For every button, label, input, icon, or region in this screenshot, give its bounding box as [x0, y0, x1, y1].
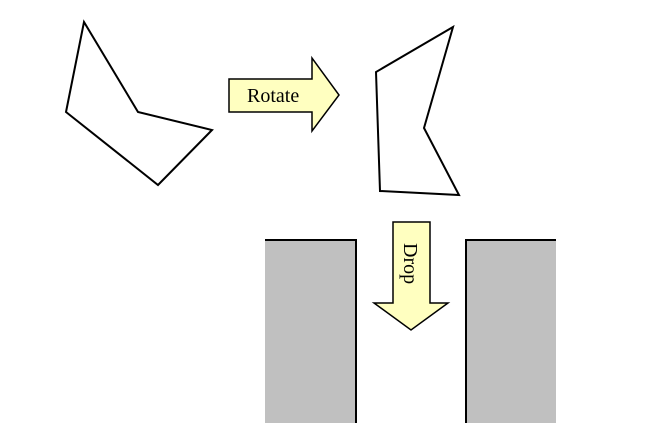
original-polygon [64, 19, 214, 187]
right-wall-edge [465, 239, 556, 423]
rotate-arrow-shape [228, 55, 340, 134]
rotate-label: Rotate [247, 85, 299, 107]
right-wall-fill [466, 240, 556, 423]
left-wall [265, 239, 357, 423]
drop-label: Drop [399, 243, 421, 284]
rotated-polygon [374, 24, 461, 197]
left-wall-fill [265, 240, 356, 423]
drop-arrow-shape [371, 221, 451, 331]
right-wall [465, 239, 556, 423]
drop-arrow: Drop [371, 221, 451, 331]
left-wall-edge [265, 239, 357, 423]
rotate-arrow: Rotate [228, 55, 340, 134]
